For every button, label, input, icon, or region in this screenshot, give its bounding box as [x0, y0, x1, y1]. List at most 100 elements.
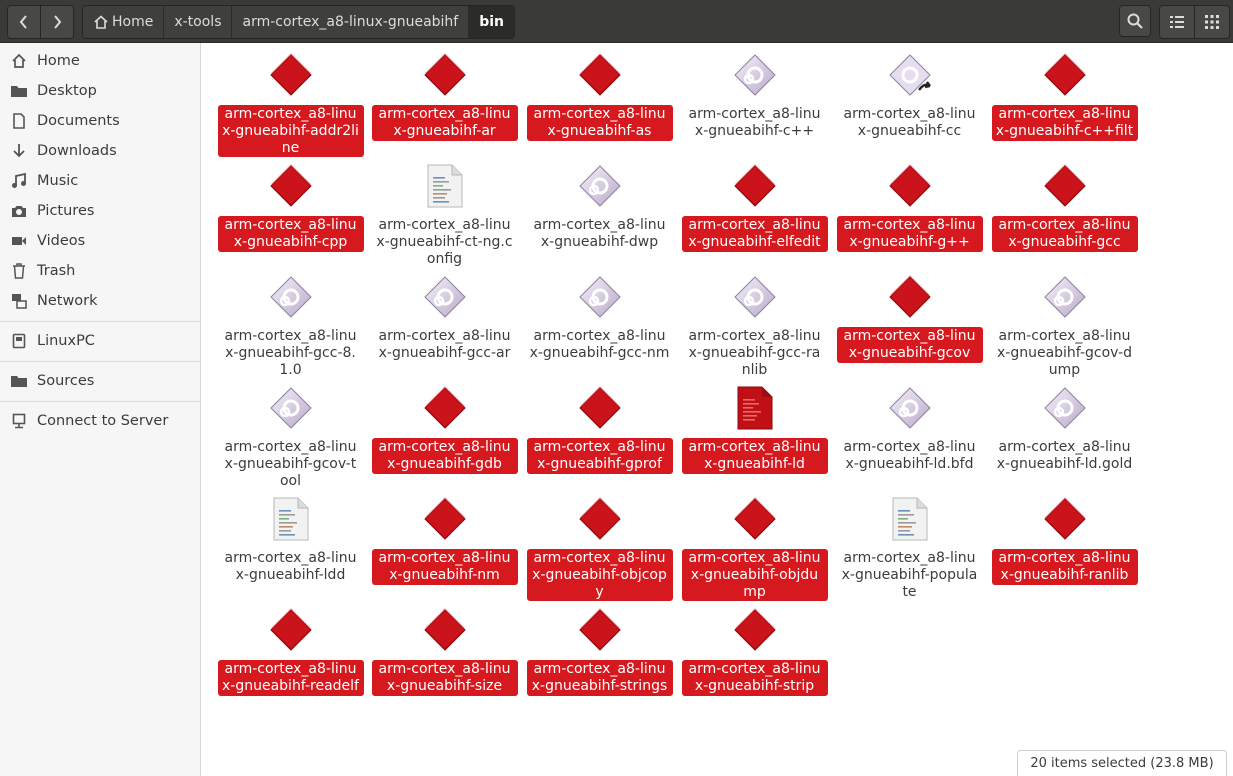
sidebar-item-music[interactable]: Music — [0, 167, 200, 195]
file-name: arm-cortex_a8-linux-gnueabihf-strings — [526, 660, 673, 696]
executable-icon — [576, 51, 624, 99]
file-item[interactable]: arm-cortex_a8-linux-gnueabihf-dwp — [527, 162, 672, 266]
executable-icon — [267, 162, 315, 210]
sidebar-item-label: Music — [37, 173, 79, 189]
file-item[interactable]: arm-cortex_a8-linux-gnueabihf-nm — [371, 495, 518, 599]
file-item[interactable]: arm-cortex_a8-linux-gnueabihf-addr2line — [217, 51, 364, 158]
text-file-icon — [731, 384, 779, 432]
executable-icon — [576, 384, 624, 432]
executable-icon — [421, 384, 469, 432]
breadcrumb-arm-cortex[interactable]: arm-cortex_a8-linux-gnueabihf — [231, 6, 469, 38]
folder-icon — [10, 82, 28, 100]
sidebar-item-label: LinuxPC — [37, 333, 95, 349]
file-name: arm-cortex_a8-linux-gnueabihf-cc — [843, 106, 976, 139]
file-name: arm-cortex_a8-linux-gnueabihf-gcc — [991, 216, 1138, 252]
file-item[interactable]: arm-cortex_a8-linux-gnueabihf-ld — [681, 384, 828, 488]
file-item[interactable]: arm-cortex_a8-linux-gnueabihf-gcc-ranlib — [682, 273, 827, 378]
file-name: arm-cortex_a8-linux-gnueabihf-ld.gold — [996, 439, 1133, 472]
file-name: arm-cortex_a8-linux-gnueabihf-objdump — [681, 549, 828, 602]
file-item[interactable]: arm-cortex_a8-linux-gnueabihf-gcc-ar — [372, 273, 517, 377]
file-item[interactable]: arm-cortex_a8-linux-gnueabihf-ct-ng.conf… — [372, 162, 517, 267]
forward-button[interactable] — [40, 6, 73, 38]
sidebar-item-label: Downloads — [37, 143, 117, 159]
file-item[interactable]: arm-cortex_a8-linux-gnueabihf-gcov-tool — [218, 384, 363, 489]
executable-icon — [1041, 495, 1089, 543]
file-item[interactable]: arm-cortex_a8-linux-gnueabihf-objcopy — [526, 495, 673, 602]
sidebar-item-downloads[interactable]: Downloads — [0, 137, 200, 165]
breadcrumb-bin[interactable]: bin — [468, 6, 515, 38]
file-item[interactable]: arm-cortex_a8-linux-gnueabihf-cpp — [217, 162, 364, 266]
sidebar-item-documents[interactable]: Documents — [0, 107, 200, 135]
file-item[interactable]: arm-cortex_a8-linux-gnueabihf-ld.gold — [992, 384, 1137, 488]
breadcrumb-label: Home — [112, 14, 154, 30]
executable-icon — [576, 495, 624, 543]
file-item[interactable]: arm-cortex_a8-linux-gnueabihf-strings — [526, 606, 673, 710]
video-icon — [10, 232, 28, 250]
file-name: arm-cortex_a8-linux-gnueabihf-strip — [681, 660, 828, 696]
file-item[interactable]: arm-cortex_a8-linux-gnueabihf-ldd — [218, 495, 363, 599]
file-item[interactable]: arm-cortex_a8-linux-gnueabihf-elfedit — [681, 162, 828, 266]
home-icon — [94, 15, 108, 29]
file-item[interactable]: arm-cortex_a8-linux-gnueabihf-gcov-dump — [992, 273, 1137, 378]
executable-icon — [1041, 162, 1089, 210]
sidebar-item-linuxpc[interactable]: LinuxPC — [0, 327, 200, 355]
file-name: arm-cortex_a8-linux-gnueabihf-gcc-nm — [529, 328, 670, 361]
breadcrumb-x-tools[interactable]: x-tools — [163, 6, 232, 38]
text-file-icon — [886, 495, 934, 543]
folder-icon — [10, 372, 28, 390]
sidebar: Home Desktop Documents Downloads Music P… — [0, 43, 201, 776]
sidebar-item-home[interactable]: Home — [0, 47, 200, 75]
breadcrumb-home[interactable]: Home — [83, 6, 164, 38]
view-switcher — [1159, 5, 1230, 39]
file-item[interactable]: arm-cortex_a8-linux-gnueabihf-gdb — [371, 384, 518, 488]
file-name: arm-cortex_a8-linux-gnueabihf-ld.bfd — [843, 439, 976, 472]
file-item[interactable]: arm-cortex_a8-linux-gnueabihf-strip — [681, 606, 828, 710]
file-name: arm-cortex_a8-linux-gnueabihf-c++filt — [991, 105, 1138, 141]
file-item[interactable]: arm-cortex_a8-linux-gnueabihf-gcov — [836, 273, 983, 377]
file-name: arm-cortex_a8-linux-gnueabihf-c++ — [688, 106, 821, 139]
sidebar-item-network[interactable]: Network — [0, 287, 200, 315]
file-item[interactable]: arm-cortex_a8-linux-gnueabihf-c++ — [682, 51, 827, 155]
file-item[interactable]: arm-cortex_a8-linux-gnueabihf-ar — [371, 51, 518, 155]
text-file-icon — [421, 162, 469, 210]
file-item[interactable]: arm-cortex_a8-linux-gnueabihf-gcc-nm — [527, 273, 672, 377]
file-name: arm-cortex_a8-linux-gnueabihf-gcc-ranlib — [688, 328, 821, 378]
file-item[interactable]: arm-cortex_a8-linux-gnueabihf-ld.bfd — [837, 384, 982, 488]
server-icon — [10, 412, 28, 430]
file-item[interactable]: arm-cortex_a8-linux-gnueabihf-as — [526, 51, 673, 155]
executable-icon — [267, 51, 315, 99]
file-item[interactable]: arm-cortex_a8-linux-gnueabihf-ranlib — [991, 495, 1138, 599]
sidebar-item-pictures[interactable]: Pictures — [0, 197, 200, 225]
executable-icon — [421, 495, 469, 543]
sidebar-item-videos[interactable]: Videos — [0, 227, 200, 255]
sidebar-item-connect-to-server[interactable]: Connect to Server — [0, 407, 200, 435]
file-item[interactable]: arm-cortex_a8-linux-gnueabihf-g++ — [836, 162, 983, 266]
file-name: arm-cortex_a8-linux-gnueabihf-nm — [371, 549, 518, 585]
file-name: arm-cortex_a8-linux-gnueabihf-gcov — [836, 327, 983, 363]
file-item[interactable]: arm-cortex_a8-linux-gnueabihf-gcc — [991, 162, 1138, 266]
file-item[interactable]: arm-cortex_a8-linux-gnueabihf-c++filt — [991, 51, 1138, 155]
executable-icon — [731, 51, 779, 99]
sidebar-item-trash[interactable]: Trash — [0, 257, 200, 285]
file-item[interactable]: arm-cortex_a8-linux-gnueabihf-gcc-8.1.0 — [218, 273, 363, 378]
file-item[interactable]: arm-cortex_a8-linux-gnueabihf-objdump — [681, 495, 828, 602]
list-view-button[interactable] — [1160, 6, 1194, 38]
executable-icon — [1041, 384, 1089, 432]
breadcrumb: Home x-tools arm-cortex_a8-linux-gnueabi… — [82, 5, 516, 39]
download-icon — [10, 142, 28, 160]
file-name: arm-cortex_a8-linux-gnueabihf-objcopy — [526, 549, 673, 602]
grid-view-button[interactable] — [1194, 6, 1229, 38]
sidebar-item-sources[interactable]: Sources — [0, 367, 200, 395]
sidebar-separator — [0, 321, 200, 322]
sidebar-item-desktop[interactable]: Desktop — [0, 77, 200, 105]
file-name: arm-cortex_a8-linux-gnueabihf-as — [526, 105, 673, 141]
file-name: arm-cortex_a8-linux-gnueabihf-readelf — [217, 660, 364, 696]
file-item[interactable]: arm-cortex_a8-linux-gnueabihf-populate — [837, 495, 982, 600]
file-item[interactable]: arm-cortex_a8-linux-gnueabihf-size — [371, 606, 518, 710]
file-item[interactable]: arm-cortex_a8-linux-gnueabihf-gprof — [526, 384, 673, 488]
search-button[interactable] — [1119, 5, 1151, 37]
breadcrumb-label: x-tools — [174, 14, 222, 30]
file-item[interactable]: arm-cortex_a8-linux-gnueabihf-readelf — [217, 606, 364, 710]
back-button[interactable] — [8, 6, 40, 38]
file-item[interactable]: arm-cortex_a8-linux-gnueabihf-cc — [837, 51, 982, 155]
